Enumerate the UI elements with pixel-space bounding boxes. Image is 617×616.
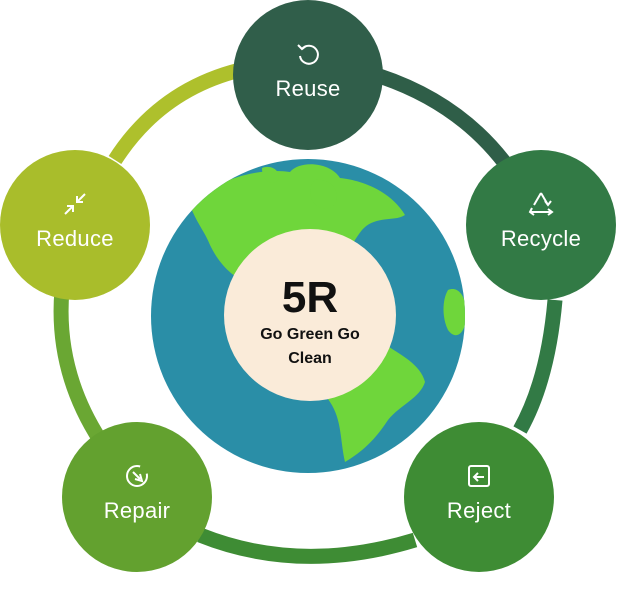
continent-greenland: [310, 179, 337, 209]
island-east: [443, 289, 465, 336]
center-circle: 5R Go Green Go Clean: [224, 229, 396, 401]
ring-arc-recycle-reject: [513, 299, 563, 434]
node-recycle-label: Recycle: [500, 226, 582, 251]
node-reduce: Reduce: [0, 150, 150, 300]
ring-arc-reuse-recycle: [367, 65, 517, 175]
center-title: 5R: [281, 273, 339, 322]
recycle-icon: [466, 190, 616, 218]
node-repair: Repair: [62, 422, 212, 572]
node-reject-label: Reject: [446, 498, 512, 523]
node-recycle: Recycle: [466, 150, 616, 300]
reduce-icon: [0, 190, 150, 218]
reuse-icon: [233, 40, 383, 68]
ring-arc-reject-repair: [197, 528, 418, 564]
node-repair-label: Repair: [103, 498, 171, 523]
ring-arc-reduce-reuse: [108, 62, 242, 165]
node-reduce-label: Reduce: [36, 226, 114, 251]
ring-arc-repair-reduce: [53, 289, 107, 445]
repair-icon: [62, 462, 212, 490]
node-reuse-label: Reuse: [275, 76, 341, 101]
center-subtitle: Go Green Go Clean: [260, 326, 360, 367]
node-reject: Reject: [404, 422, 554, 572]
reject-icon: [404, 462, 554, 490]
island-north-west: [262, 166, 279, 183]
node-reuse: Reuse: [233, 0, 383, 150]
